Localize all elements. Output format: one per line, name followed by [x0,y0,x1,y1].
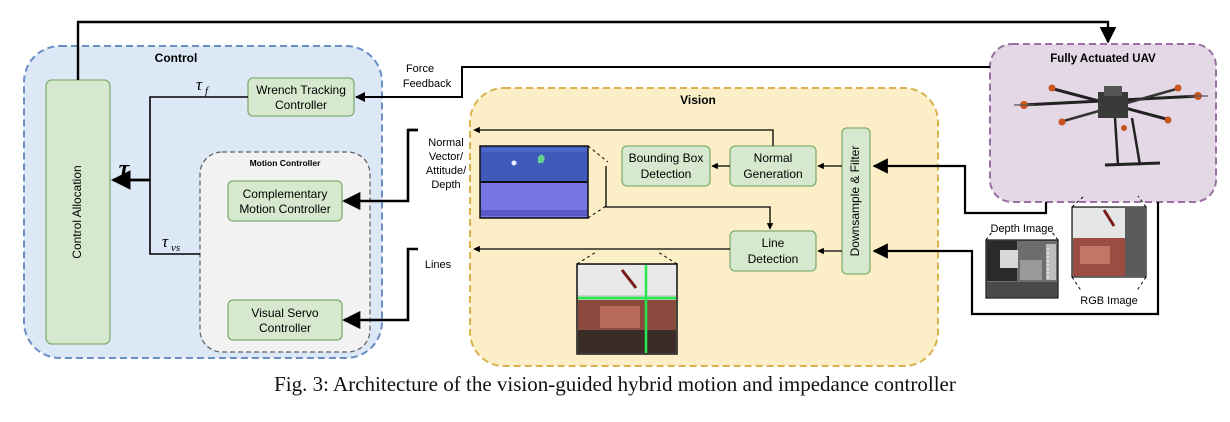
bounding-box-block [621,145,711,187]
normal-map-image [479,145,589,219]
force-feedback-label-1: Force [406,63,434,75]
motion-controller-title: Motion Controller [250,158,322,168]
normal-vector-label-2: Vector/ [429,151,464,163]
normal-vector-label-1: Normal [428,137,463,149]
tau-vs-symbol: τ [162,232,169,251]
normal-generation-label-1: Normal [754,151,793,165]
downsample-filter-block [841,127,871,275]
depth-input-arrow [872,158,1048,215]
visual-servo-block [227,299,343,341]
control-allocation-label: Control Allocation [70,165,84,258]
control-title: Control [155,51,198,65]
rgb-image-label: RGB Image [1080,295,1137,307]
uav-title: Fully Actuated UAV [1050,53,1156,65]
vision-title: Vision [680,93,716,107]
complementary-motion-label-2: Motion Controller [239,202,330,216]
tau-vs-subscript: vs [171,242,180,254]
normal-vector-label-3: Attitude/ [426,165,467,177]
normal-vector-label-4: Depth [431,179,460,191]
tau-symbol: τ [119,156,131,182]
bbox-to-line-arrow [605,166,774,230]
visual-servo-label-2: Controller [259,321,311,335]
bounding-box-label-1: Bounding Box [629,151,704,165]
force-feedback-label-2: Feedback [403,78,452,90]
downsample-filter-label: Downsample & Filter [848,146,862,257]
visual-servo-label-1: Visual Servo [251,306,318,320]
figure-caption: Fig. 3: Architecture of the vision-guide… [274,372,956,396]
rgb-input-arrow [872,202,1160,316]
tau-f-line [149,96,248,180]
lines-detection-image [576,263,678,355]
tau-vs-line [149,180,200,255]
force-feedback-arrow [355,66,990,102]
lines-label: Lines [425,259,452,271]
wrench-tracking-label-2: Controller [275,98,327,112]
lines-arrow [342,247,418,330]
normal-to-vision-line [473,126,774,146]
uav-region [989,43,1217,203]
normal-generation-label-2: Generation [743,167,802,181]
actuation-arrow [76,20,1117,80]
depth-image [985,239,1059,299]
wrench-tracking-label-1: Wrench Tracking [256,83,346,97]
tau-f-symbol: τ [196,75,203,94]
line-detection-label-1: Line [762,236,785,250]
uav-drone-image [1014,84,1208,167]
line-detection-label-2: Detection [748,252,799,266]
complementary-motion-label-1: Complementary [243,187,328,201]
bounding-box-label-2: Detection [641,167,692,181]
rgb-image [1071,206,1147,278]
line-detection-block [729,230,817,272]
architecture-diagram: Control Vision Motion Controller Fully A… [23,20,1217,367]
depth-image-label: Depth Image [991,223,1054,235]
complementary-motion-block [227,180,343,222]
tau-f-subscript: f [205,85,210,97]
